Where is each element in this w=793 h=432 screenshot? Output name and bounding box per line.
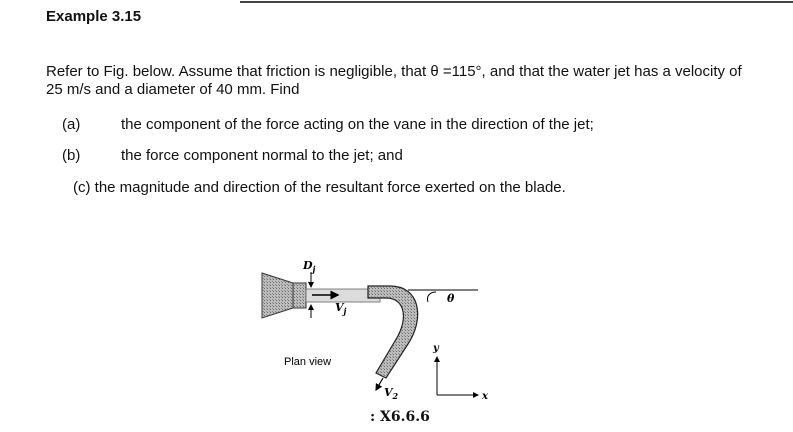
- vj-label: Vj: [335, 301, 347, 316]
- item-c: (c) the magnitude and direction of the r…: [73, 179, 566, 196]
- y-axis-label: y: [432, 343, 440, 354]
- item-a-label: (a): [62, 116, 81, 133]
- item-b-text: the force component normal to the jet; a…: [121, 147, 403, 164]
- v2-arrow: [375, 377, 384, 392]
- problem-intro: Refer to Fig. below. Assume that frictio…: [46, 63, 742, 98]
- item-b-label: (b): [62, 147, 81, 164]
- vane-blade: [367, 285, 419, 379]
- example-title: Example 3.15: [46, 8, 142, 25]
- theta-label: θ: [447, 292, 455, 305]
- caption-prefix: :: [370, 409, 376, 425]
- plan-view-label: Plan view: [284, 356, 331, 368]
- water-jet: [305, 288, 381, 303]
- coordinate-axes: [434, 356, 479, 398]
- caption-text: X6.6.6: [380, 409, 430, 425]
- x-axis-label: x: [481, 391, 489, 402]
- nozzle: [261, 272, 307, 319]
- dj-label: Dj: [302, 259, 316, 274]
- item-a-text: the component of the force acting on the…: [121, 116, 594, 133]
- figure-caption: : X6.6.6: [370, 409, 430, 425]
- theta-arc: [427, 291, 437, 303]
- top-rule: [240, 1, 793, 3]
- v2-label: V2: [384, 386, 399, 401]
